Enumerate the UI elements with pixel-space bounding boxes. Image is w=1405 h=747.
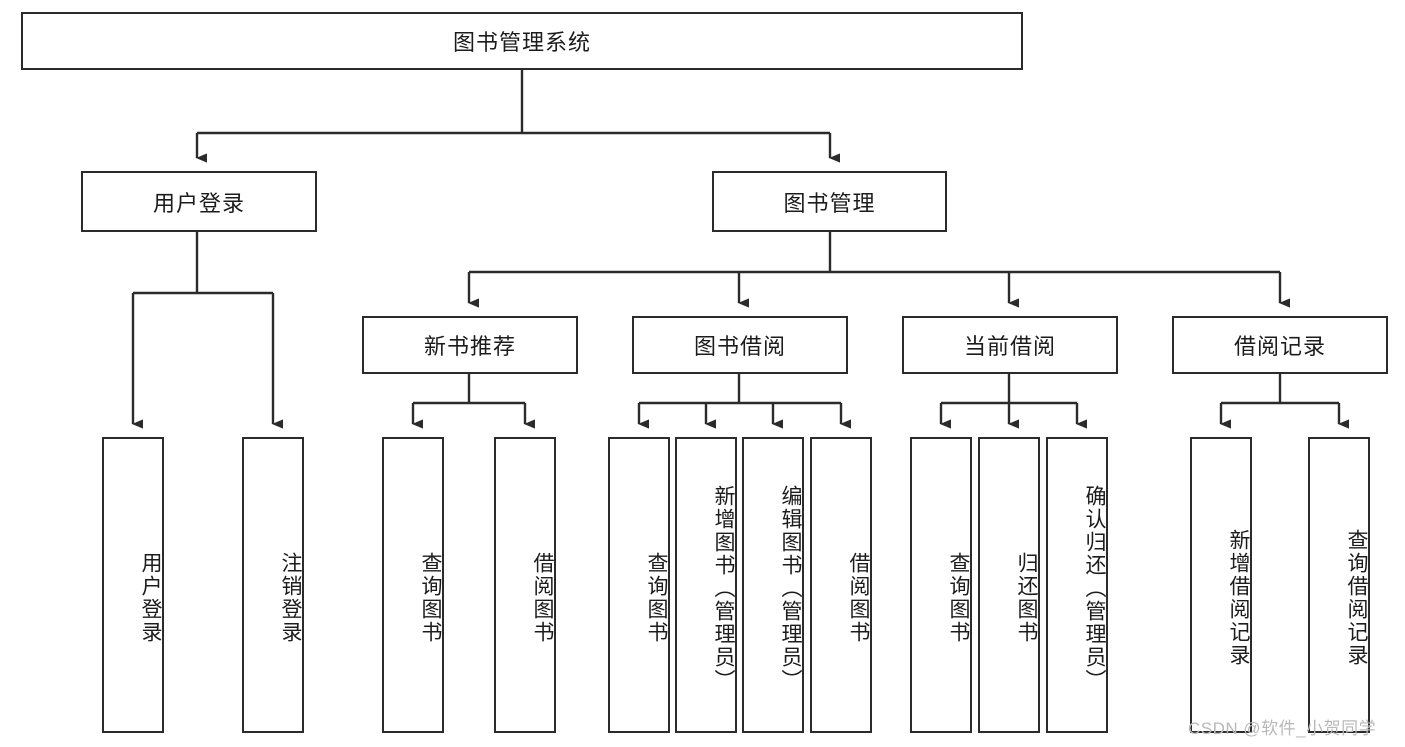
leaf-label: 编辑图书（管理员） [779, 484, 802, 692]
leaf-label: 查询图书 [645, 552, 668, 644]
leaf-label: 查询图书 [947, 552, 970, 644]
leaf-label: 用户登录 [139, 552, 162, 644]
leaf-label: 确认归还（管理员） [1083, 484, 1106, 692]
leaf-current-query-book[interactable]: 查询图书 [910, 437, 972, 733]
leaf-label: 新增借阅记录 [1227, 529, 1250, 667]
leaf-user-login-signout[interactable]: 注销登录 [242, 437, 304, 733]
leaf-label: 借阅图书 [531, 552, 554, 644]
leaf-current-return-book[interactable]: 归还图书 [978, 437, 1040, 733]
leaf-label: 查询借阅记录 [1345, 529, 1368, 667]
leaf-record-add-record[interactable]: 新增借阅记录 [1190, 437, 1252, 733]
leaf-user-login-signin[interactable]: 用户登录 [102, 437, 164, 733]
leaf-borrow-query-book[interactable]: 查询图书 [608, 437, 670, 733]
leaf-label: 归还图书 [1015, 552, 1038, 644]
leaf-current-confirm-return-admin[interactable]: 确认归还（管理员） [1046, 437, 1108, 733]
leaf-label: 新增图书（管理员） [712, 484, 735, 692]
node-user-login[interactable]: 用户登录 [81, 171, 317, 232]
node-current-borrow[interactable]: 当前借阅 [902, 316, 1118, 374]
node-book-management[interactable]: 图书管理 [712, 171, 947, 232]
leaf-borrow-edit-book-admin[interactable]: 编辑图书（管理员） [742, 437, 804, 733]
leaf-label: 查询图书 [419, 552, 442, 644]
node-new-book-recommend[interactable]: 新书推荐 [362, 316, 578, 374]
leaf-borrow-borrow-book[interactable]: 借阅图书 [810, 437, 872, 733]
node-borrow-record[interactable]: 借阅记录 [1172, 316, 1388, 374]
leaf-borrow-add-book-admin[interactable]: 新增图书（管理员） [675, 437, 737, 733]
csdn-watermark: CSDN @软件_小贺同学 [1188, 719, 1377, 738]
leaf-new-book-borrow[interactable]: 借阅图书 [494, 437, 556, 733]
node-root-system[interactable]: 图书管理系统 [21, 12, 1023, 70]
leaf-record-query-record[interactable]: 查询借阅记录 [1308, 437, 1370, 733]
leaf-label: 借阅图书 [847, 552, 870, 644]
leaf-label: 注销登录 [279, 552, 302, 644]
leaf-new-book-query[interactable]: 查询图书 [382, 437, 444, 733]
node-book-borrow[interactable]: 图书借阅 [632, 316, 848, 374]
